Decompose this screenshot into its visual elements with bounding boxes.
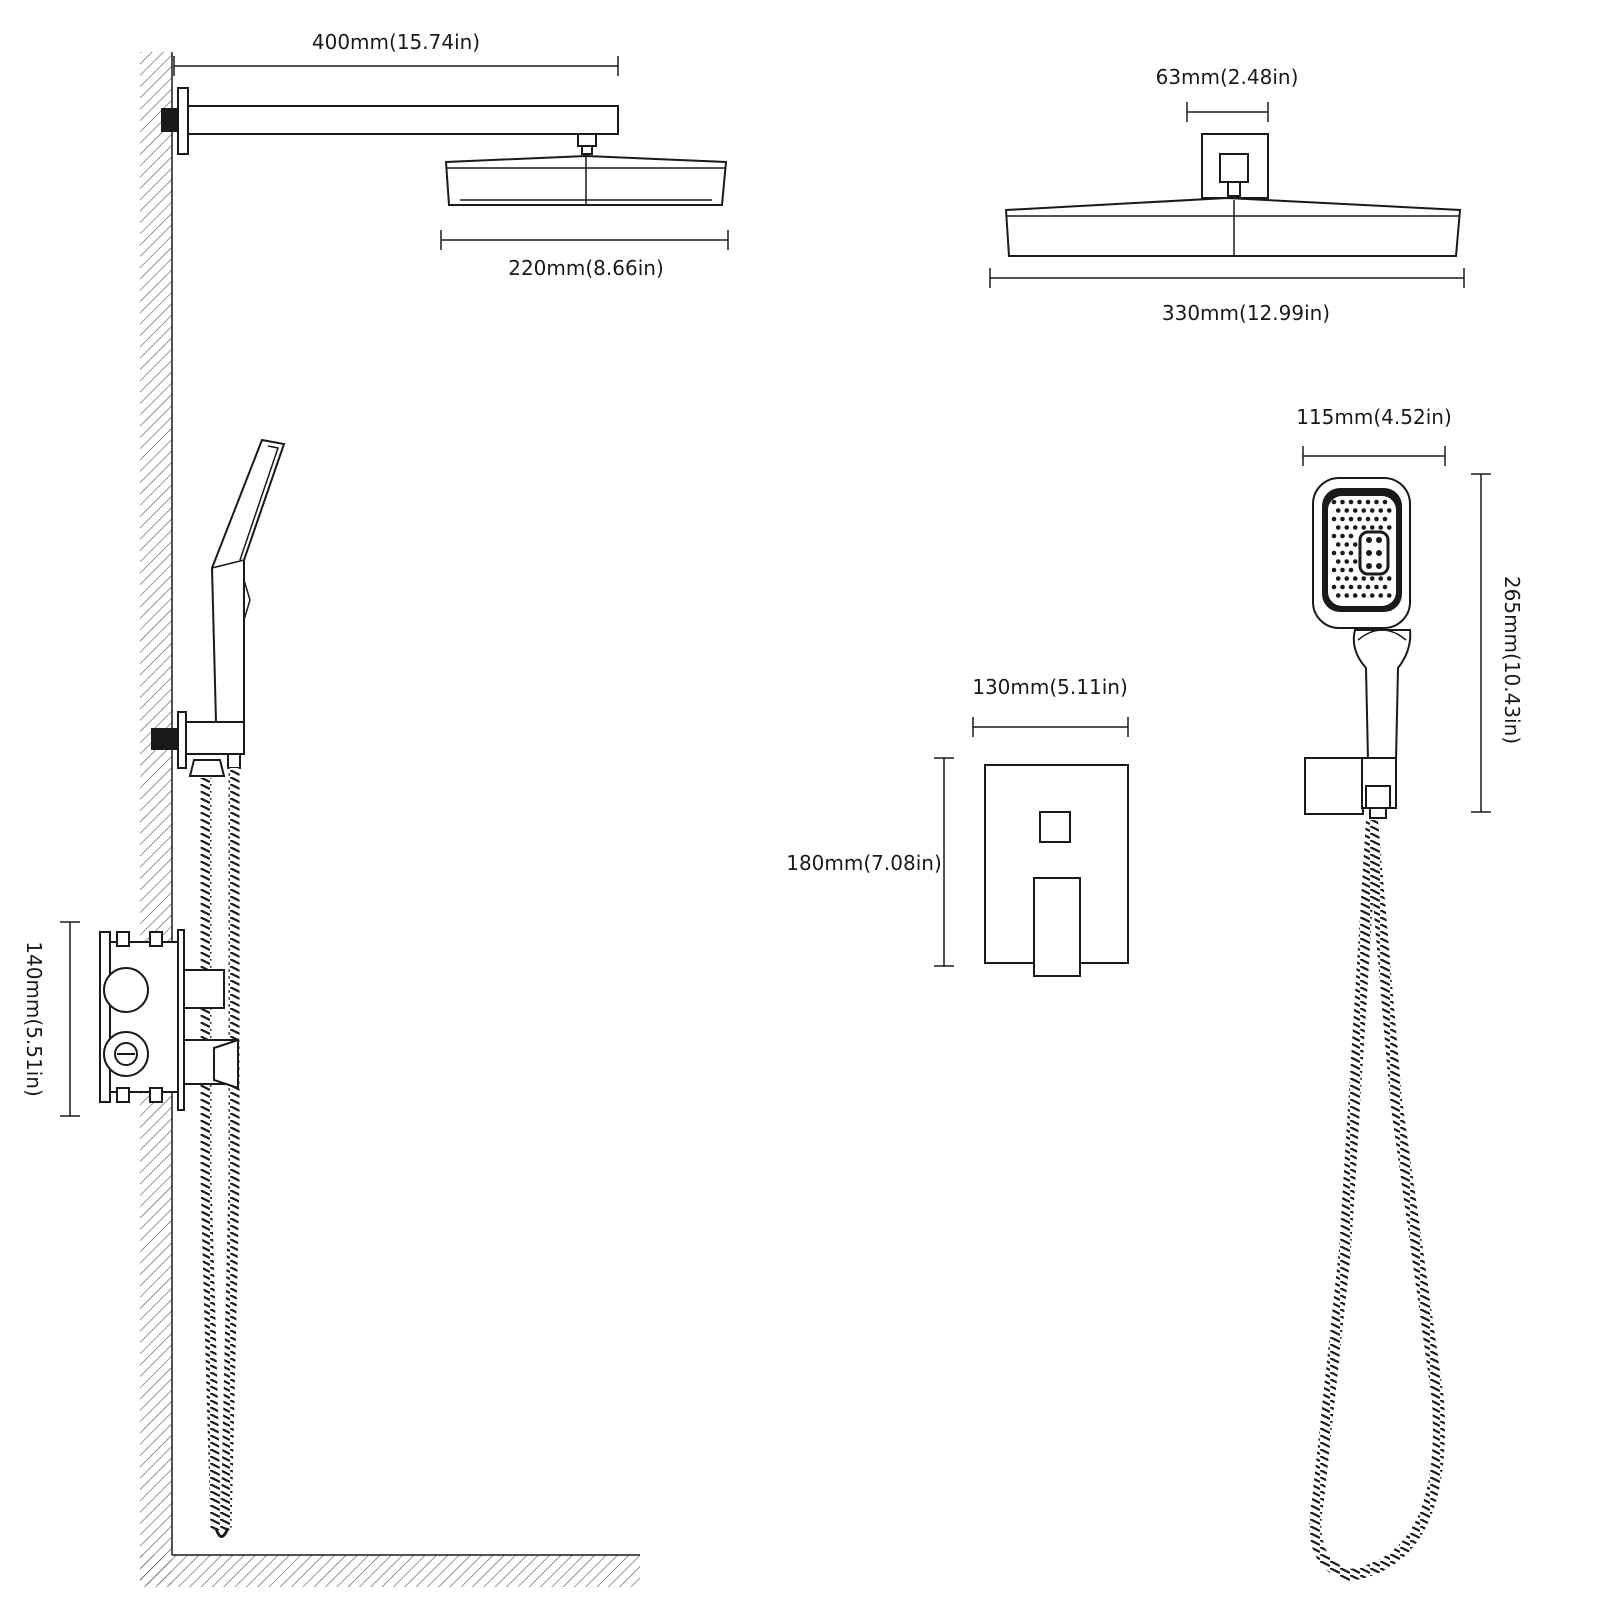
handheld-width-dimension: 115mm(4.52in) [1296, 405, 1452, 466]
arm-length-dimension: 400mm(15.74in) [173, 30, 619, 76]
nozzle-dot [1331, 567, 1337, 573]
head-front-width-label: 330mm(12.99in) [1162, 301, 1330, 325]
handheld-side-view [210, 438, 286, 723]
handheld-width-label: 115mm(4.52in) [1296, 405, 1452, 429]
nozzle-dot [1331, 584, 1337, 590]
nozzle-dot [1386, 576, 1392, 581]
nozzle-dot [1331, 533, 1337, 539]
valve-body-height-label: 140mm(5.51in) [22, 941, 46, 1097]
nozzle-dot [1361, 525, 1367, 530]
nozzle-dot [1335, 542, 1341, 547]
trim-plate-width-dimension: 130mm(5.11in) [972, 675, 1129, 737]
arm-length-label: 400mm(15.74in) [312, 30, 480, 54]
nozzle-dot [1378, 508, 1384, 513]
valve-body-side-view [99, 929, 239, 1111]
nozzle-dot [1369, 593, 1375, 598]
nozzle-dot [1348, 516, 1354, 522]
nozzle-dot [1369, 508, 1375, 513]
head-side-width-label: 220mm(8.66in) [508, 256, 664, 280]
nozzle-dot [1374, 499, 1379, 505]
nozzle-dot [1340, 533, 1345, 539]
nozzle-dot [1352, 576, 1358, 581]
nozzle-dot [1331, 550, 1337, 556]
nozzle-dot [1340, 584, 1345, 590]
nozzle-dot [1378, 576, 1384, 581]
head-connector-front [1201, 133, 1269, 199]
trim-plate-height-dimension: 180mm(7.08in) [786, 757, 954, 967]
nozzle-dot [1352, 525, 1358, 530]
nozzle-dot [1335, 525, 1341, 530]
nozzle-dot [1340, 567, 1345, 573]
hose-front-view [1309, 819, 1445, 1581]
nozzle-dot [1369, 525, 1375, 530]
nozzle-dot [1352, 508, 1358, 513]
nozzle-dot [1344, 525, 1350, 530]
nozzle-dot [1357, 516, 1362, 522]
nozzle-dot [1365, 584, 1371, 590]
nozzle-dot [1378, 525, 1384, 530]
nozzle-dot [1331, 499, 1337, 505]
shower-arm-side-view [161, 87, 619, 155]
trim-plate [984, 764, 1129, 977]
nozzle-dot [1348, 550, 1354, 556]
nozzle-dot [1352, 542, 1358, 547]
nozzle-dot [1382, 499, 1388, 505]
handheld-front-view [1312, 477, 1412, 761]
nozzle-dot [1348, 499, 1354, 505]
nozzle-dot [1340, 499, 1345, 505]
handheld-height-label: 265mm(10.43in) [1500, 576, 1524, 744]
nozzle-dot [1344, 576, 1350, 581]
nozzle-dot [1344, 508, 1350, 513]
wall-section [140, 52, 640, 1587]
nozzle-dot [1365, 499, 1371, 505]
nozzle-dot [1361, 593, 1367, 598]
nozzle-dot [1382, 516, 1388, 522]
nozzle-dot [1386, 593, 1392, 598]
nozzle-dot [1361, 576, 1367, 581]
nozzle-dot [1340, 516, 1345, 522]
nozzle-dot [1335, 576, 1341, 581]
nozzle-dot [1357, 584, 1362, 590]
nozzle-dot [1331, 516, 1337, 522]
nozzle-dot [1386, 508, 1392, 513]
nozzle-dot [1357, 499, 1362, 505]
nozzle-dot [1344, 559, 1350, 564]
nozzle-dot [1382, 584, 1388, 590]
rain-head-side-view [444, 154, 728, 206]
trim-plate-width-label: 130mm(5.11in) [972, 675, 1128, 699]
valve-body-height-dimension: 140mm(5.51in) [22, 921, 80, 1117]
nozzle-dot [1352, 593, 1358, 598]
rain-head-front-view [1004, 196, 1462, 257]
hose-left-side [200, 768, 240, 1538]
handheld-height-dimension: 265mm(10.43in) [1471, 473, 1524, 813]
connector-width-dimension: 63mm(2.48in) [1156, 65, 1299, 122]
head-side-width-dimension: 220mm(8.66in) [440, 230, 729, 280]
nozzle-dot [1348, 533, 1354, 539]
nozzle-dot [1344, 542, 1350, 547]
nozzle-dot [1365, 516, 1371, 522]
nozzle-dot [1348, 567, 1354, 573]
nozzle-dot [1369, 576, 1375, 581]
nozzle-dot [1352, 559, 1358, 564]
nozzle-dot [1374, 584, 1379, 590]
nozzle-dot [1361, 508, 1367, 513]
nozzle-dot [1386, 525, 1392, 530]
nozzle-dot [1340, 550, 1345, 556]
nozzle-dot [1335, 593, 1341, 598]
connector-width-label: 63mm(2.48in) [1156, 65, 1299, 89]
nozzle-dot [1335, 559, 1341, 564]
wall-bracket-front-view [1304, 757, 1397, 819]
trim-plate-height-label: 180mm(7.08in) [786, 851, 942, 875]
spray-nozzle-dots [1331, 499, 1392, 598]
nozzle-dot [1344, 593, 1350, 598]
nozzle-dot [1348, 584, 1354, 590]
nozzle-dot [1374, 516, 1379, 522]
nozzle-dot [1378, 593, 1384, 598]
nozzle-dot [1335, 508, 1341, 513]
head-front-width-dimension: 330mm(12.99in) [989, 268, 1465, 325]
